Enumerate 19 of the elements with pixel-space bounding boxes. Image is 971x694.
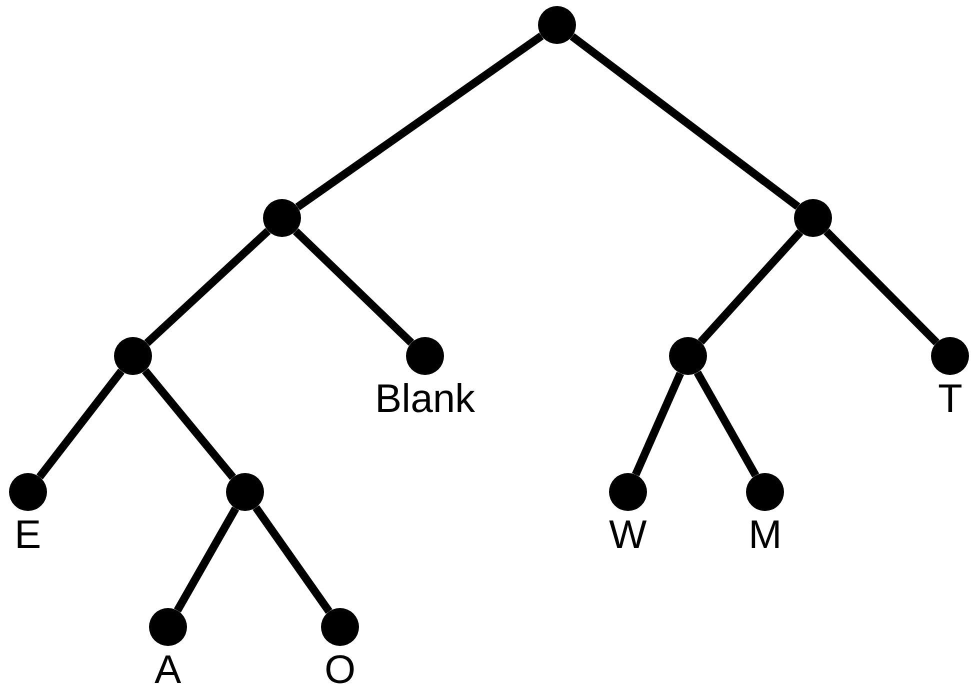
leaf-label: W (609, 513, 647, 557)
tree-branch-line (292, 228, 414, 346)
tree-branch-line (144, 228, 271, 346)
leaf-label: Blank (375, 377, 476, 421)
tree-branch-line (295, 32, 544, 210)
tree-branch-line (142, 368, 236, 480)
leaf-label: O (324, 648, 356, 692)
leaf-label: M (748, 513, 782, 557)
tree-branch-line (174, 506, 240, 612)
leaf-label: A (154, 648, 182, 692)
leaf-label: E (14, 513, 42, 557)
tree-branch-line (252, 505, 332, 614)
tree-branch-line (698, 229, 804, 345)
tree-branch-line (824, 228, 940, 346)
tree-branch-line (36, 368, 125, 480)
leaf-label: T (938, 377, 962, 421)
tree-branch-line (570, 33, 800, 210)
tree-branch-line (632, 372, 684, 476)
tree-branch-line (694, 370, 760, 478)
